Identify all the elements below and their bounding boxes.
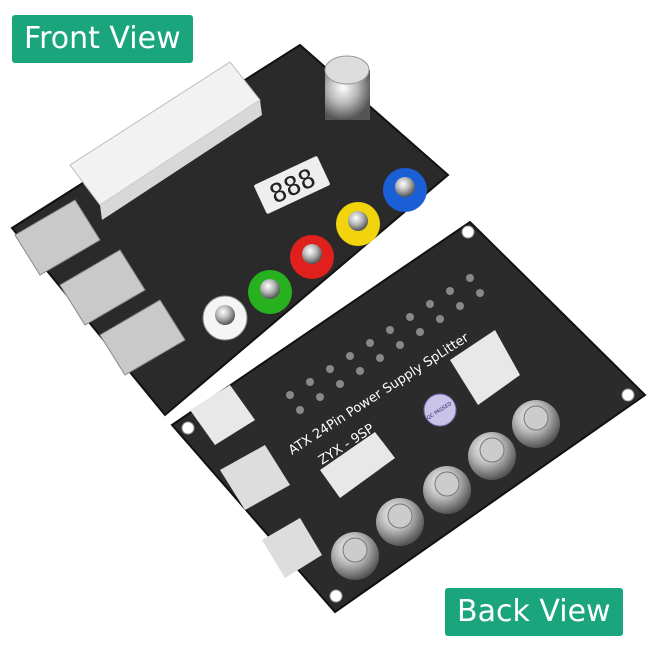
front-button-white[interactable] — [202, 295, 248, 341]
front-board: 888 — [10, 43, 450, 417]
back-button-4[interactable] — [468, 432, 516, 480]
solder-pad — [320, 432, 395, 498]
back-button-3[interactable] — [423, 466, 471, 514]
back-button-2[interactable] — [376, 498, 424, 546]
usb-back-pad — [220, 445, 290, 510]
front-view-label: Front View — [12, 15, 193, 63]
mounting-holes — [181, 225, 635, 603]
back-button-5[interactable] — [512, 400, 560, 448]
front-button-blue[interactable] — [383, 168, 427, 212]
back-board: ATX 24Pin Power Supply SpLitter ZYX - 9S… — [170, 220, 647, 614]
solder-pad — [190, 385, 255, 445]
back-view-label: Back View — [445, 588, 623, 636]
qc-passed-badge: QC PASSED — [423, 393, 457, 427]
back-button-1[interactable] — [331, 532, 379, 580]
front-button-yellow[interactable] — [336, 202, 380, 246]
front-button-red[interactable] — [290, 235, 334, 279]
potentiometer-knob — [324, 55, 370, 120]
usb-ports — [14, 199, 186, 376]
front-button-green[interactable] — [248, 270, 292, 314]
solder-pad — [450, 330, 520, 405]
usb-back-pad — [262, 518, 322, 578]
